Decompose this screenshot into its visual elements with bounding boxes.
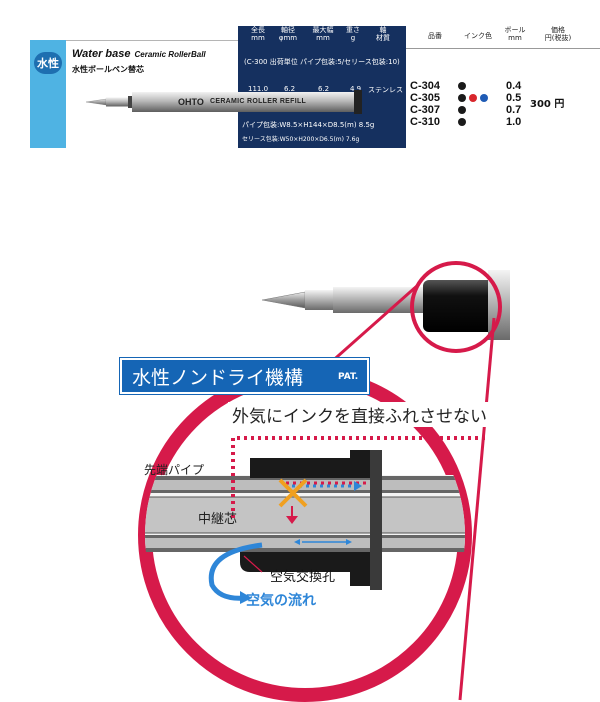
patent-mark: PAT. xyxy=(338,372,359,382)
ink-color-dot xyxy=(458,118,466,126)
value-weight: 4.9 xyxy=(350,85,362,93)
spec-values-panel xyxy=(238,26,406,148)
value-diameter: 6.2 xyxy=(284,85,296,93)
label-air-flow: 空気の流れ xyxy=(246,593,316,609)
ink-color-dot xyxy=(458,82,466,90)
ink-color-dot xyxy=(469,94,477,102)
label-relay-core: 中継芯 xyxy=(198,512,238,527)
refill-label: CERAMIC ROLLER REFILL xyxy=(210,98,307,105)
product-code: C-310 xyxy=(410,116,440,128)
col-ink-color: インク色 xyxy=(464,32,492,40)
ink-color-dot xyxy=(458,106,466,114)
product-code: C-304 xyxy=(410,80,440,92)
product-subtitle: 水性ボールペン替芯 xyxy=(72,65,144,74)
price: 300 円 xyxy=(530,99,565,110)
ink-color-dot xyxy=(458,94,466,102)
non-dry-mechanism-illustration xyxy=(138,261,510,702)
ball-size: 0.5 xyxy=(506,92,522,104)
ball-size: 0.4 xyxy=(506,80,522,92)
value-max-width: 6.2 xyxy=(318,85,330,93)
col-material: 軸材質 xyxy=(376,26,390,42)
mechanism-title: 水性ノンドライ機構 xyxy=(132,367,304,389)
label-tip-pipe: 先端パイプ xyxy=(144,463,205,477)
refill-illustration xyxy=(86,90,362,114)
mechanism-caption: 外気にインクを直接ふれさせない xyxy=(228,402,491,427)
ink-color-dot xyxy=(480,94,488,102)
pen-tip-drawing xyxy=(261,270,510,340)
value-material: ステンレス xyxy=(368,86,403,94)
product-code: C-305 xyxy=(410,92,440,104)
col-price: 価格円(税抜) xyxy=(544,26,572,42)
refill-brand: OHTO xyxy=(178,97,204,107)
product-code: C-307 xyxy=(410,104,440,116)
pack-note: (C-300 出荷単位 パイプ包装:5/セリース包装:10) xyxy=(244,58,400,66)
series-package-info: セリース包装:W50×H200×D6.5(m) 7.6g xyxy=(242,136,360,143)
col-product-code: 品番 xyxy=(428,32,442,40)
water-base-badge: 水性 xyxy=(34,52,62,74)
ball-size: 1.0 xyxy=(506,116,522,128)
value-length: 111.0 xyxy=(248,85,269,93)
pipe-package-info: パイプ包装:W8.5×H144×D8.5(m) 8.5g xyxy=(242,121,375,129)
mechanism-banner: 水性ノンドライ機構 PAT. xyxy=(120,358,369,394)
label-air-exchange-hole: 空気交換孔 xyxy=(270,570,336,585)
header-divider xyxy=(406,48,600,49)
ball-size: 0.7 xyxy=(506,104,522,116)
